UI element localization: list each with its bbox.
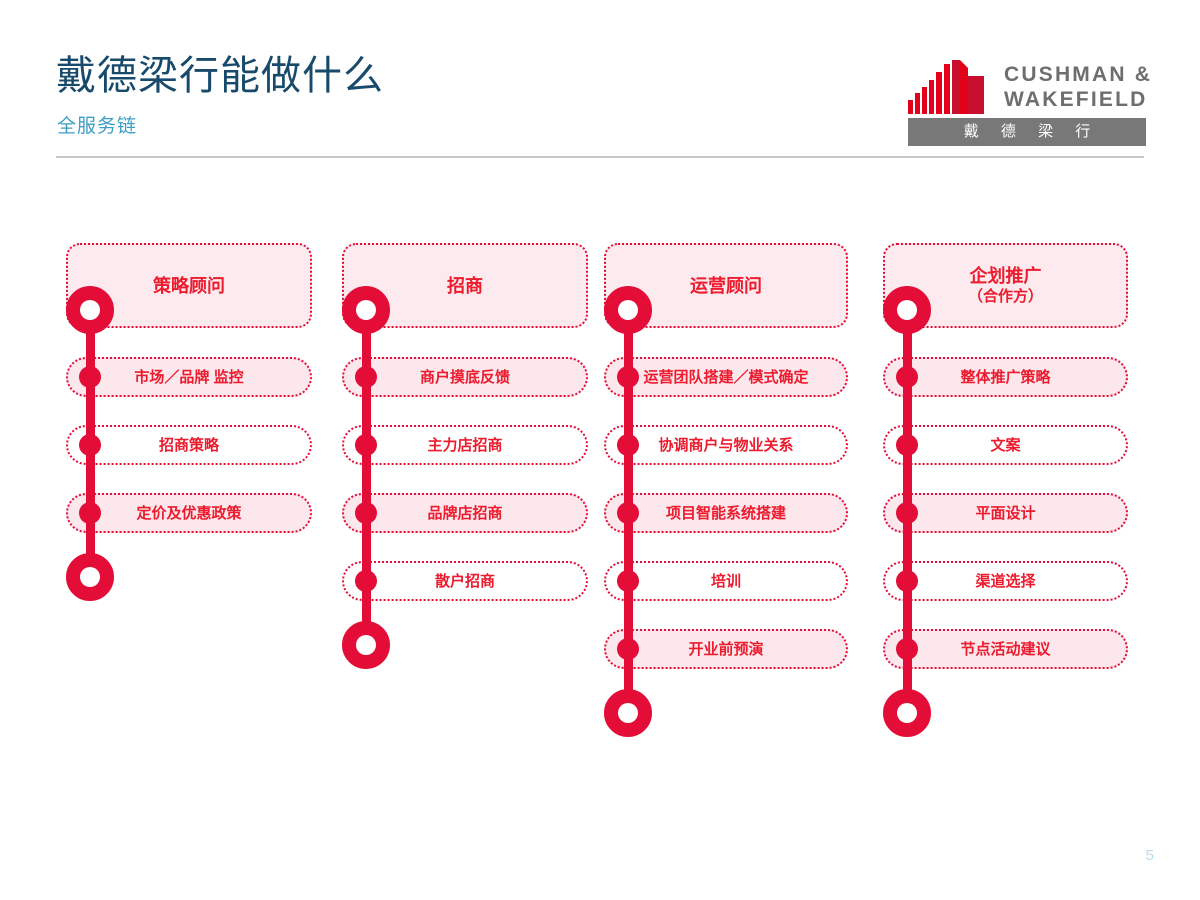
timeline-item-label: 品牌店招商 bbox=[427, 504, 503, 522]
timeline-start-node[interactable] bbox=[604, 286, 652, 334]
timeline-item-label: 散户招商 bbox=[434, 572, 495, 590]
timeline-item-label: 运营团队搭建／模式确定 bbox=[643, 368, 809, 386]
timeline-item-pill[interactable]: 主力店招商 bbox=[342, 425, 588, 465]
timeline-item-label: 商户摸底反馈 bbox=[419, 368, 510, 386]
column-header-sublabel: （合作方） bbox=[967, 288, 1043, 305]
timeline-item-node[interactable] bbox=[79, 434, 101, 456]
timeline-item-node[interactable] bbox=[896, 638, 918, 660]
timeline-item-node[interactable] bbox=[617, 434, 639, 456]
timeline-end-node[interactable] bbox=[342, 621, 390, 669]
timeline-item-node[interactable] bbox=[617, 638, 639, 660]
timeline-item-label: 节点活动建议 bbox=[960, 640, 1051, 658]
timeline-item-pill[interactable]: 节点活动建议 bbox=[883, 629, 1128, 669]
timeline-item-node[interactable] bbox=[355, 570, 377, 592]
timeline-item-pill[interactable]: 招商策略 bbox=[66, 425, 312, 465]
logo-wordmark: CUSHMAN & WAKEFIELD bbox=[1004, 62, 1152, 112]
timeline-item-pill[interactable]: 协调商户与物业关系 bbox=[604, 425, 848, 465]
timeline-end-node[interactable] bbox=[604, 689, 652, 737]
timeline-item-label: 整体推广策略 bbox=[960, 368, 1051, 386]
header-divider bbox=[56, 156, 1144, 158]
timeline-item-pill[interactable]: 开业前预演 bbox=[604, 629, 848, 669]
page-subtitle: 全服务链 bbox=[57, 116, 138, 137]
column-header-box[interactable]: 企划推广 （合作方） bbox=[883, 243, 1128, 328]
timeline-start-node[interactable] bbox=[883, 286, 931, 334]
timeline-start-node[interactable] bbox=[66, 286, 114, 334]
column-header-label: 运营顾问 bbox=[690, 275, 762, 296]
timeline-item-label: 主力店招商 bbox=[427, 436, 503, 454]
timeline-item-node[interactable] bbox=[896, 434, 918, 456]
timeline-item-label: 开业前预演 bbox=[688, 640, 764, 658]
timeline-item-pill[interactable]: 整体推广策略 bbox=[883, 357, 1128, 397]
timeline-item-node[interactable] bbox=[355, 434, 377, 456]
timeline-item-label: 平面设计 bbox=[975, 504, 1036, 522]
timeline-item-pill[interactable]: 定价及优惠政策 bbox=[66, 493, 312, 533]
timeline-item-node[interactable] bbox=[617, 366, 639, 388]
timeline-item-node[interactable] bbox=[355, 502, 377, 524]
timeline-item-pill[interactable]: 运营团队搭建／模式确定 bbox=[604, 357, 848, 397]
timeline-item-node[interactable] bbox=[617, 502, 639, 524]
timeline-item-pill[interactable]: 品牌店招商 bbox=[342, 493, 588, 533]
logo-chinese-bar: 戴 德 梁 行 bbox=[908, 118, 1146, 146]
timeline-item-label: 协调商户与物业关系 bbox=[658, 436, 794, 454]
timeline-item-node[interactable] bbox=[617, 570, 639, 592]
logo-wordmark-line2: WAKEFIELD bbox=[1004, 88, 1148, 111]
timeline-item-label: 市场／品牌 监控 bbox=[134, 368, 244, 386]
timeline-item-label: 招商策略 bbox=[158, 436, 219, 454]
timeline-item-node[interactable] bbox=[896, 570, 918, 592]
timeline-item-pill[interactable]: 市场／品牌 监控 bbox=[66, 357, 312, 397]
timeline-item-node[interactable] bbox=[896, 366, 918, 388]
page-number: 5 bbox=[1145, 847, 1154, 864]
timeline-end-node[interactable] bbox=[883, 689, 931, 737]
timeline-item-node[interactable] bbox=[896, 502, 918, 524]
timeline-rail bbox=[361, 310, 371, 645]
timeline-item-pill[interactable]: 渠道选择 bbox=[883, 561, 1128, 601]
brand-logo: CUSHMAN & WAKEFIELD 戴 德 梁 行 bbox=[908, 58, 1150, 146]
timeline-item-node[interactable] bbox=[79, 502, 101, 524]
logo-wordmark-line1: CUSHMAN & bbox=[1004, 63, 1153, 86]
timeline-item-node[interactable] bbox=[355, 366, 377, 388]
timeline-item-pill[interactable]: 散户招商 bbox=[342, 561, 588, 601]
timeline-item-label: 培训 bbox=[710, 572, 741, 590]
timeline-item-pill[interactable]: 培训 bbox=[604, 561, 848, 601]
page-title: 戴德梁行能做什么 bbox=[56, 54, 384, 98]
column-header-label: 招商 bbox=[447, 275, 483, 296]
slide-header: 戴德梁行能做什么 全服务链 CUSHMAN & WAKEFIELD 戴 德 梁 … bbox=[0, 0, 1200, 160]
timeline-item-label: 文案 bbox=[990, 436, 1021, 454]
timeline-item-pill[interactable]: 项目智能系统搭建 bbox=[604, 493, 848, 533]
timeline-start-node[interactable] bbox=[342, 286, 390, 334]
timeline-item-label: 渠道选择 bbox=[975, 572, 1036, 590]
timeline-item-label: 定价及优惠政策 bbox=[136, 504, 242, 522]
timeline-item-pill[interactable]: 商户摸底反馈 bbox=[342, 357, 588, 397]
timeline-end-node[interactable] bbox=[66, 553, 114, 601]
timeline-item-node[interactable] bbox=[79, 366, 101, 388]
timeline-item-pill[interactable]: 平面设计 bbox=[883, 493, 1128, 533]
timeline-item-pill[interactable]: 文案 bbox=[883, 425, 1128, 465]
column-header-label: 策略顾问 bbox=[153, 275, 225, 296]
column-header-label: 企划推广 bbox=[969, 266, 1042, 286]
cushman-wakefield-building-icon bbox=[908, 60, 984, 114]
timeline-item-label: 项目智能系统搭建 bbox=[665, 504, 786, 522]
